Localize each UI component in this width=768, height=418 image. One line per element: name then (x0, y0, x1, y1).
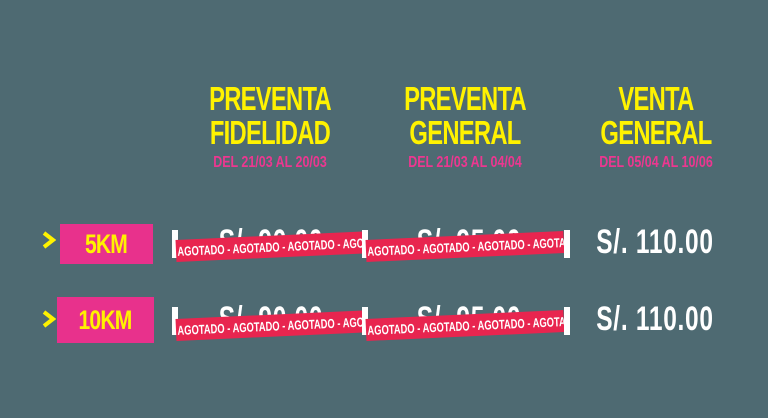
column-title: PREVENTA (404, 80, 527, 117)
price-row-5km: 5KM S/. 90.00 AGOTADO - AGOTADO - AGOTAD… (0, 214, 768, 274)
distance-label: 5KM (85, 228, 128, 259)
chevron-right-icon (42, 310, 56, 328)
column-dates: DEL 21/03 AL 04/04 (408, 154, 522, 171)
bracket-divider (172, 307, 178, 335)
column-header-preventa-general: PREVENTA GENERAL DEL 21/03 AL 04/04 (375, 82, 555, 172)
price-cell-venta-general: S/. 110.00 (560, 291, 760, 351)
column-title: GENERAL (409, 114, 521, 151)
column-title: GENERAL (600, 114, 712, 151)
price-cell-preventa-general: S/. 95.00 AGOTADO - AGOTADO - AGOTADO - … (362, 291, 572, 351)
chevron-right-icon (42, 231, 56, 249)
distance-badge: 5KM (60, 224, 153, 264)
price-cell-preventa-general: S/. 95.00 AGOTADO - AGOTADO - AGOTADO - … (362, 214, 572, 274)
price-value: S/. 110.00 (596, 223, 714, 261)
column-title: FIDELIDAD (209, 114, 331, 151)
price-row-10km: 10KM S/. 90.00 AGOTADO - AGOTADO - AGOTA… (0, 291, 768, 351)
price-value: S/. 110.00 (596, 300, 714, 338)
column-header-venta-general: VENTA GENERAL DEL 05/04 AL 10/06 (566, 82, 746, 172)
distance-badge: 10KM (57, 297, 154, 343)
distance-label: 10KM (78, 304, 133, 335)
bracket-divider (172, 230, 178, 258)
column-title: PREVENTA (209, 80, 332, 117)
price-cell-preventa-fidelidad: S/. 90.00 AGOTADO - AGOTADO - AGOTADO - … (172, 291, 372, 351)
column-title: VENTA (618, 80, 694, 117)
column-dates: DEL 05/04 AL 10/06 (599, 154, 713, 171)
price-cell-preventa-fidelidad: S/. 90.00 AGOTADO - AGOTADO - AGOTADO - … (172, 214, 372, 274)
bracket-divider (362, 307, 368, 335)
bracket-divider (564, 230, 570, 258)
bracket-divider (564, 307, 570, 335)
price-cell-venta-general: S/. 110.00 (560, 214, 760, 274)
column-header-preventa-fidelidad: PREVENTA FIDELIDAD DEL 21/03 AL 20/03 (180, 82, 360, 172)
column-dates: DEL 21/03 AL 20/03 (213, 154, 327, 171)
bracket-divider (362, 230, 368, 258)
